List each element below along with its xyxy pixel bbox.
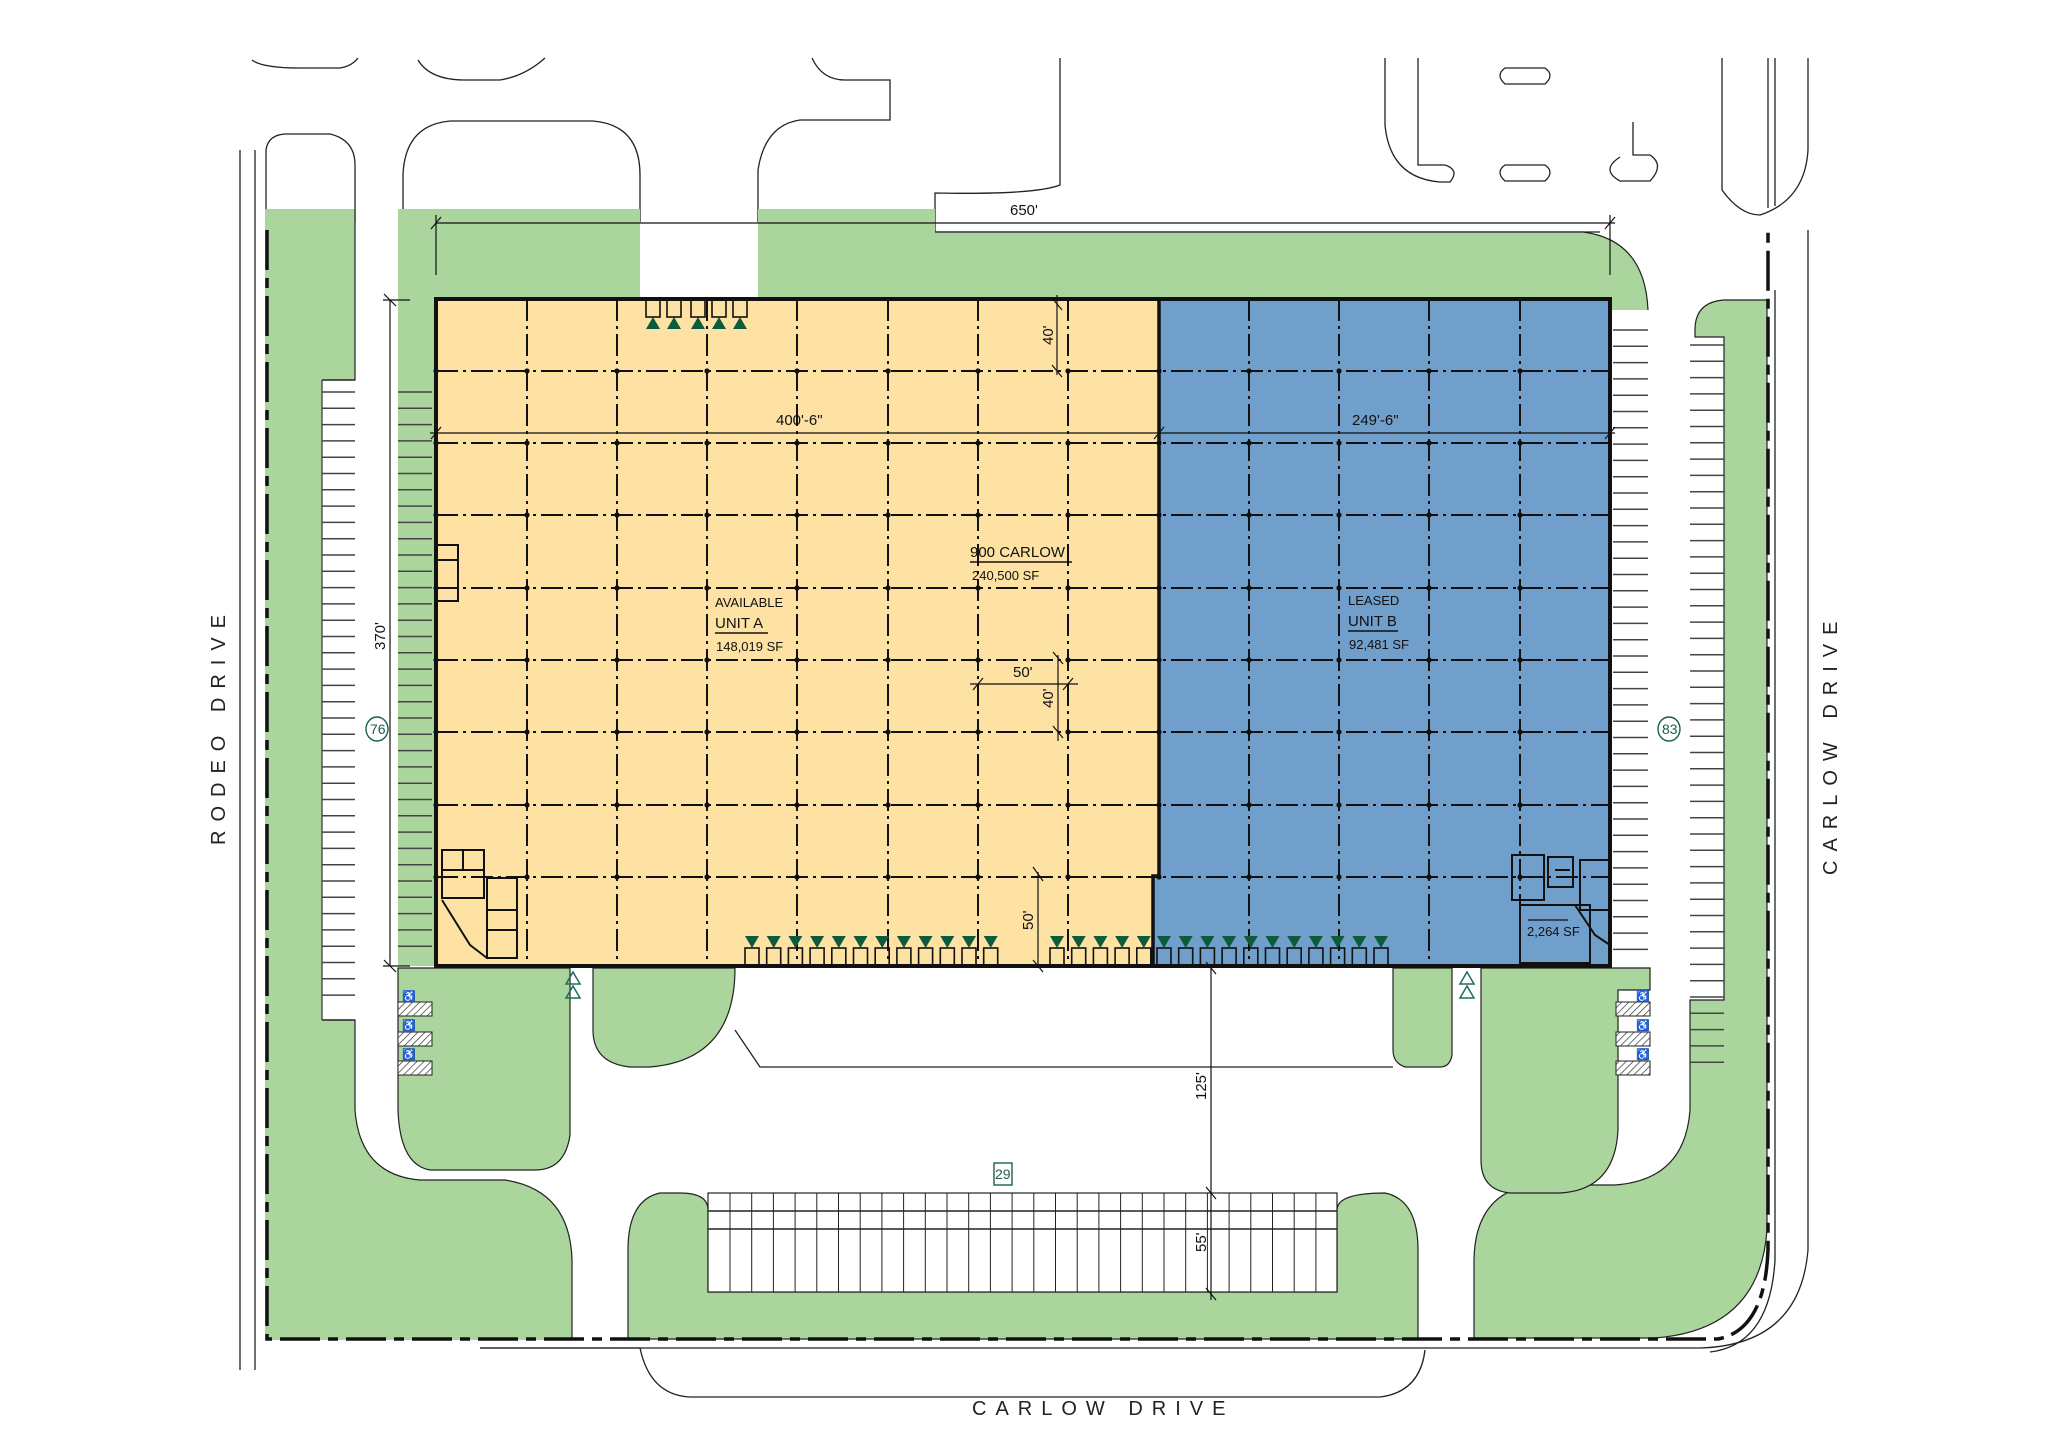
dim-unit-b-width: 249'-6" (1352, 412, 1399, 429)
truck-court (734, 1029, 1393, 1068)
dim-overall-width: 650' (1010, 202, 1038, 219)
unit-a-name: UNIT A (715, 615, 763, 632)
building-900-carlow: 900 CARLOW 240,500 SF AVAILABLE UNIT A 1… (433, 297, 1612, 968)
unit-b-area[interactable] (1153, 299, 1610, 966)
street-label-west: RODEO DRIVE (208, 606, 230, 845)
unit-b-status: LEASED (1348, 593, 1399, 608)
dock-doors (645, 298, 1389, 967)
dim-trailer-parking: 55' (1193, 1232, 1210, 1252)
parking-count-south: 29 (993, 1162, 1013, 1186)
parking-stalls-west-outer (322, 391, 355, 996)
dim-speed-bay: 50' (1020, 910, 1037, 930)
dim-truck-court: 125' (1193, 1072, 1210, 1100)
svg-text:83: 83 (1662, 721, 1678, 737)
street-label-east: CARLOW DRIVE (1820, 613, 1842, 875)
dimension-lines (383, 215, 1616, 1301)
landscape-areas (265, 209, 1768, 1340)
street-label-south: CARLOW DRIVE (972, 1398, 1234, 1420)
parking-count-east: 83 (1657, 716, 1681, 742)
entry-markers (564, 970, 1476, 999)
svg-text:76: 76 (370, 721, 386, 737)
accessible-icon: ♿ (1636, 1048, 1650, 1061)
parking-stalls-west-inner (398, 391, 432, 947)
unit-b-office-area: 2,264 SF (1527, 924, 1580, 939)
dim-depth: 370' (372, 622, 389, 650)
unit-a-area-label: 148,019 SF (716, 639, 783, 654)
office-unit-a (435, 544, 518, 959)
road-edge-lines (239, 150, 1809, 1398)
dimension-labels: 650' 400'-6" 249'-6" 370' 40' 50' 40' 50… (372, 202, 1399, 1252)
dim-bay-depth: 40' (1040, 688, 1057, 708)
accessible-icon: ♿ (402, 990, 416, 1003)
property-line (265, 230, 1770, 1341)
accessible-stalls-west: ♿ ♿ ♿ (397, 990, 433, 1076)
parking-stalls-east-outer (1690, 344, 1724, 1063)
dim-bay-width: 50' (1013, 664, 1033, 681)
svg-text:29: 29 (995, 1166, 1011, 1182)
office-unit-b (1511, 854, 1611, 964)
parking-stalls-south (707, 1192, 1338, 1293)
accessible-icon: ♿ (1636, 990, 1650, 1003)
accessible-icon: ♿ (1636, 1019, 1650, 1032)
unit-b-name: UNIT B (1348, 613, 1397, 630)
unit-b-area-label: 92,481 SF (1349, 637, 1409, 652)
parking-stalls-east-inner (1613, 329, 1648, 951)
building-area: 240,500 SF (972, 568, 1039, 583)
accessible-icon: ♿ (402, 1019, 416, 1032)
dim-bay-depth-top: 40' (1040, 325, 1057, 345)
building-name: 900 CARLOW (970, 544, 1066, 561)
parking-west (321, 379, 355, 1021)
accessible-icon: ♿ (402, 1048, 416, 1061)
accessible-stalls-east: ♿ ♿ ♿ (1615, 990, 1651, 1076)
dim-unit-a-width: 400'-6" (776, 412, 823, 429)
unit-a-status: AVAILABLE (715, 595, 783, 610)
parking-count-west: 76 (365, 716, 389, 742)
